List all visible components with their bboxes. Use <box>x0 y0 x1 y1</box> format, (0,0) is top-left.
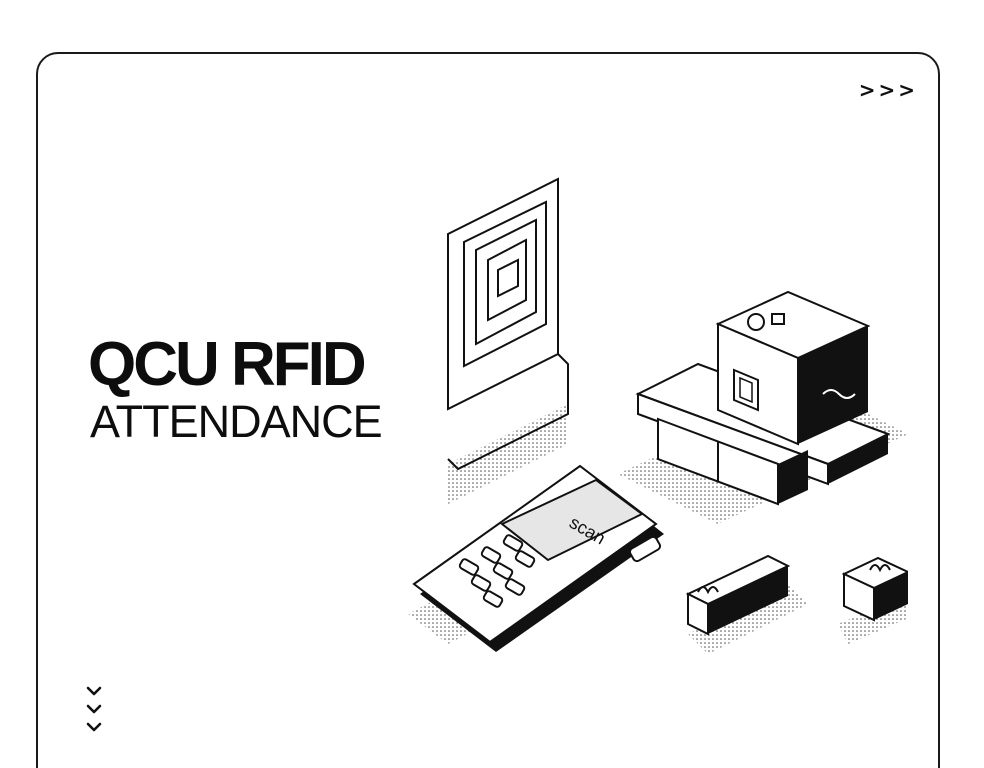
gift-box-icon <box>685 554 808 654</box>
rfid-scanner-icon: scan <box>408 464 664 652</box>
page-subtitle: ATTENDANCE <box>90 396 383 447</box>
chevron-down-icon <box>86 686 102 732</box>
rfid-tag-icon <box>447 177 569 504</box>
title-block: QCU RFID ATTENDANCE <box>88 334 408 446</box>
next-arrows-button[interactable]: >>> <box>858 78 918 102</box>
gift-box-small-icon <box>838 556 908 644</box>
page-title: QCU RFID <box>88 330 367 399</box>
hero-card: >>> QCU RFID ATTENDANCE <box>36 52 940 768</box>
package-box-icon <box>715 290 871 446</box>
rfid-illustration: scan <box>408 177 908 654</box>
scroll-down-button[interactable] <box>84 684 114 743</box>
